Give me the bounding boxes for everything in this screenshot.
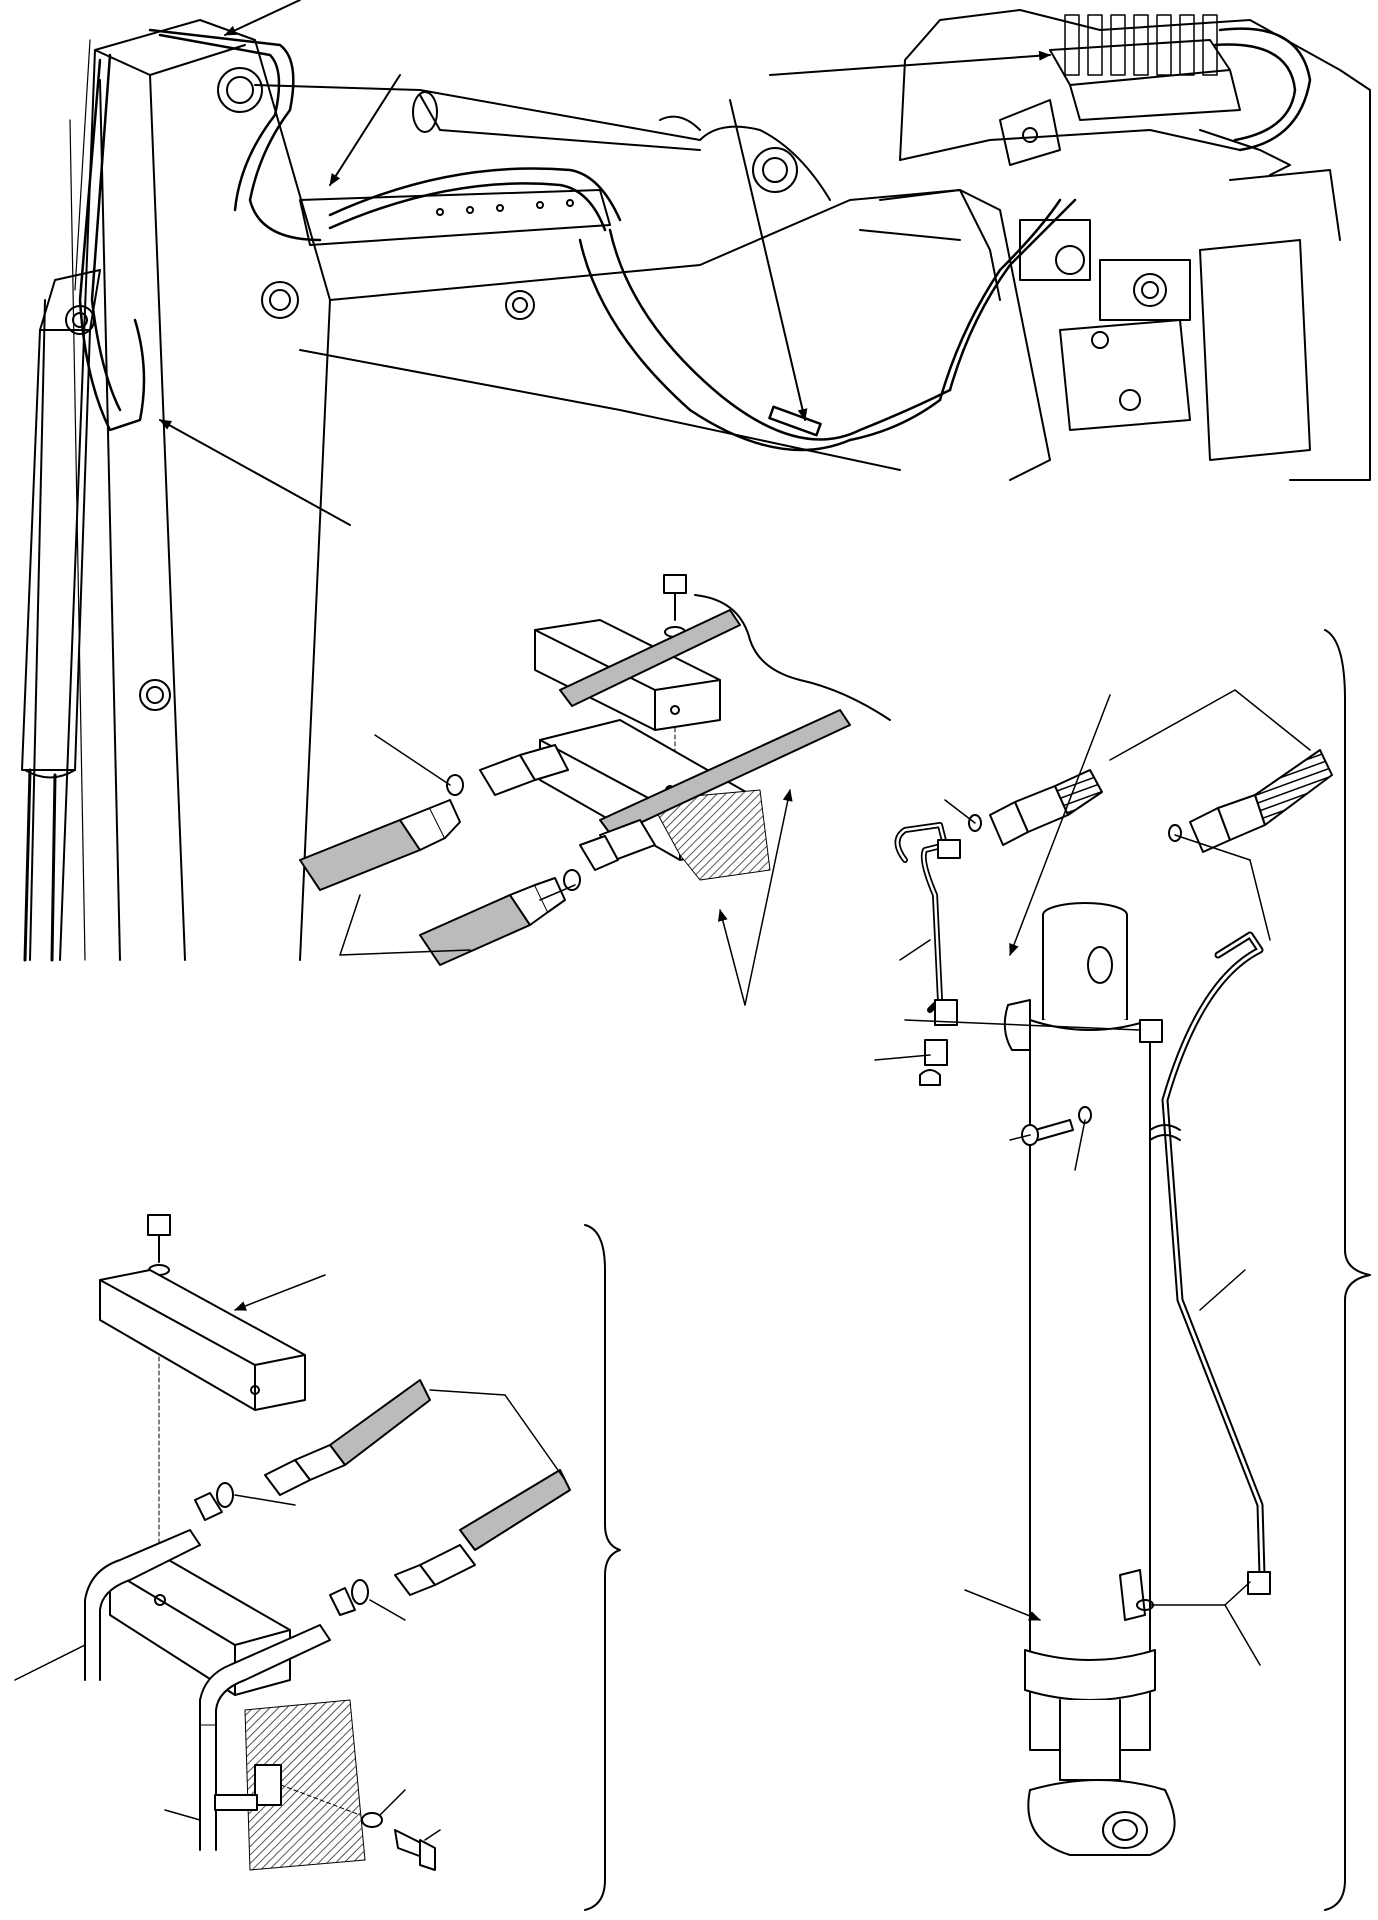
- tube-lower-fittings: [329, 1544, 476, 1616]
- boom-arm-structure: [29, 19, 331, 961]
- upper-fittings: [299, 744, 569, 891]
- boom-overview-view: [21, 0, 1371, 962]
- mounting-plate: [649, 789, 771, 881]
- detail-brace-bottom: [584, 1224, 621, 1911]
- clamped-hoses: [559, 609, 851, 837]
- detail-brace: [694, 594, 891, 721]
- control-valve-manifold: [1049, 14, 1312, 176]
- arm-hose-run: [328, 167, 1077, 452]
- tube-upper-fittings: [194, 1444, 346, 1521]
- lower-fittings: [419, 819, 656, 966]
- boom-hose-bundle: [74, 28, 322, 432]
- tube-clamp-hoses: [329, 1379, 571, 1551]
- right-hose-fittings: [1168, 749, 1333, 853]
- leader-lines-clamp: [339, 734, 793, 1006]
- tube-mounting-bracket: [214, 1699, 436, 1871]
- hose-clamp-detail-view: [299, 574, 891, 1006]
- tube-clamp-detail-view: [14, 1214, 621, 1911]
- tube-upper-clamp: [99, 1269, 306, 1411]
- arm-hose-bracket: [299, 189, 611, 246]
- left-hose-fittings: [968, 769, 1103, 846]
- leader-arrows-overview: [159, 0, 1051, 526]
- tube-clamp-pipes: [84, 1529, 331, 1851]
- cylinder-piping-detail-view: [874, 629, 1371, 1911]
- leader-lines-tube-clamp: [14, 1274, 566, 1841]
- right-tube-assembly: [1136, 931, 1271, 1611]
- left-tube-assembly: [894, 822, 961, 1086]
- leader-lines-cylinder: [874, 689, 1311, 1666]
- boom-cylinder: [21, 269, 101, 962]
- detail-brace-right: [1324, 629, 1371, 1911]
- clamp-bolt-right: [1021, 1106, 1092, 1146]
- hydraulic-cylinder-body: [1003, 902, 1176, 1856]
- swing-bracket-frame: [859, 9, 1371, 481]
- main-arm-structure: [254, 84, 961, 471]
